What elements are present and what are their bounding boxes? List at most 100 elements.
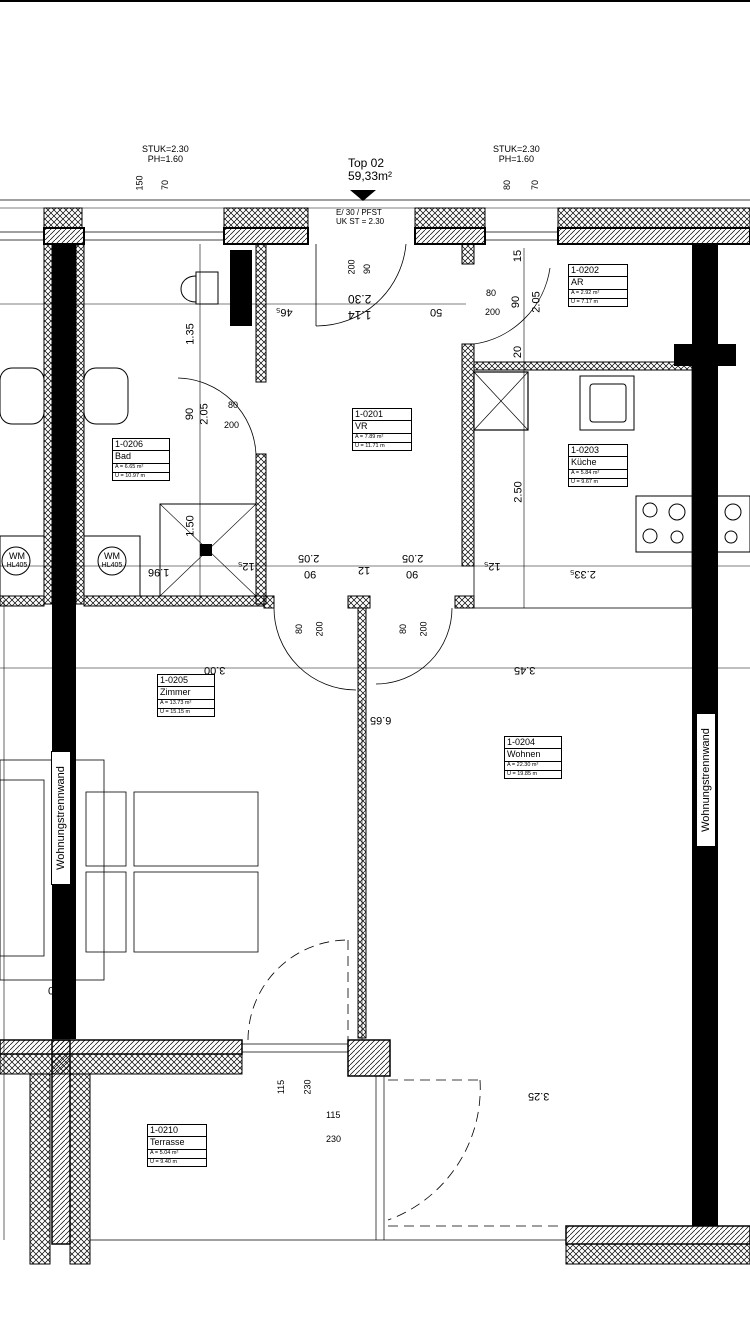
room-wohnen: 1-0204 Wohnen A = 22.30 m² U = 19.85 m xyxy=(504,736,562,780)
furniture xyxy=(0,759,259,981)
entrance-note: E/ 30 / PFST UK ST = 2.30 xyxy=(336,208,384,226)
dim-12: 12 xyxy=(358,564,371,576)
dim-15: 15 xyxy=(512,249,525,263)
dim-150-shower: 1.50 xyxy=(184,515,197,537)
exterior-wall-bottom xyxy=(0,1039,750,1265)
room-area: A = 5.84 m² xyxy=(569,470,627,479)
dim-205-ar: 2.05 xyxy=(530,291,543,313)
room-kueche: 1-0203 Küche A = 5.84 m² U = 9.67 m xyxy=(568,444,628,488)
dim-150: 150 xyxy=(134,175,145,191)
room-bad: 1-0206 Bad A = 6.65 m² U = 10.97 m xyxy=(112,438,170,482)
entrance-line-1: E/ 30 / PFST xyxy=(336,208,382,217)
dim-325: 3.25 xyxy=(528,1090,550,1102)
dim-115-v: 115 xyxy=(276,1079,287,1095)
dim-115-h: 115 xyxy=(326,1110,341,1120)
room-number: 1-0204 xyxy=(505,737,561,750)
dim-80-top: 80 xyxy=(502,179,513,191)
room-name: AR xyxy=(569,277,627,290)
room-name: Terrasse xyxy=(148,1137,206,1150)
dim-200-bad: 200 xyxy=(224,420,240,430)
dim-205-bad: 2.05 xyxy=(198,403,211,425)
dim-125-left: 12₅ xyxy=(238,560,255,572)
room-perimeter: U = 15.15 m xyxy=(160,708,191,715)
dim-20-left: 20 xyxy=(52,712,65,724)
partition-label-right: Wohnungstrennwand xyxy=(696,713,716,847)
dim-20: 20 xyxy=(512,345,525,359)
dim-205-vr-left: 2.05 xyxy=(298,552,320,564)
room-name: Küche xyxy=(569,457,627,470)
stuk-left: STUK=2.30 xyxy=(142,144,189,154)
room-name: Zimmer xyxy=(158,687,214,700)
unit-title: Top 02 59,33m² xyxy=(348,157,392,183)
room-perimeter: U = 11.71 m xyxy=(355,442,385,449)
room-perimeter: U = 19.85 m xyxy=(507,770,538,777)
unit-area: 59,33m² xyxy=(348,169,393,183)
room-perimeter: U = 9.40 m xyxy=(150,1158,178,1165)
dim-700: 7.00 xyxy=(48,984,70,996)
dim-114: 1.14 xyxy=(348,308,372,322)
washer-label-1: WM HL405 xyxy=(3,552,31,570)
ph-right: PH=1.60 xyxy=(498,154,535,164)
room-name: Wohnen xyxy=(505,749,561,762)
dim-80-ar: 80 xyxy=(486,288,497,298)
room-terrasse: 1-0210 Terrasse A = 5.04 m² U = 9.40 m xyxy=(147,1124,207,1168)
exterior-wall-top xyxy=(0,207,750,245)
room-number: 1-0201 xyxy=(353,409,411,422)
room-number: 1-0206 xyxy=(113,439,169,452)
room-area: A = 22.30 m² xyxy=(505,762,561,771)
dim-196: 1.96 xyxy=(148,566,170,578)
washer-hl: HL405 xyxy=(6,562,28,569)
room-perimeter: U = 10.97 m xyxy=(115,472,146,479)
dim-200-door-right: 200 xyxy=(418,621,429,637)
room-area: A = 13.73 m² xyxy=(158,700,214,709)
unit-number: Top 02 xyxy=(348,156,385,170)
room-perimeter: U = 9.67 m xyxy=(571,478,599,485)
room-zimmer: 1-0205 Zimmer A = 13.73 m² U = 15.15 m xyxy=(157,674,215,718)
dim-70-right: 70 xyxy=(530,179,541,191)
room-area: A = 7.89 m² xyxy=(353,434,411,443)
washer-label-2: WM HL405 xyxy=(98,552,126,570)
level-right: STUK=2.30 PH=1.60 xyxy=(493,144,540,164)
dim-90-vr-right: 90 xyxy=(406,568,419,580)
room-number: 1-0203 xyxy=(569,445,627,458)
room-perimeter: U = 7.17 m xyxy=(571,298,599,305)
dim-125-right: 12₅ xyxy=(484,560,501,572)
dim-80-bad: 80 xyxy=(228,400,239,410)
level-left: STUK=2.30 PH=1.60 xyxy=(142,144,189,164)
dim-80-door-left: 80 xyxy=(294,623,305,635)
washer-wm: WM xyxy=(104,551,120,561)
room-name: VR xyxy=(353,421,411,434)
dim-345: 3.45 xyxy=(514,664,536,676)
dim-250: 2.50 xyxy=(512,481,525,503)
dim-90-door: 90 xyxy=(362,263,373,275)
ph-left: PH=1.60 xyxy=(147,154,184,164)
washer-wm: WM xyxy=(9,551,25,561)
partition-wall-left xyxy=(43,243,85,1039)
room-name: Bad xyxy=(113,451,169,464)
washer-hl: HL405 xyxy=(101,562,123,569)
dim-90-bad: 90 xyxy=(184,407,197,421)
dim-665: 6.65 xyxy=(370,714,392,726)
dim-135: 1.35 xyxy=(184,323,197,345)
dim-20-right: 20 xyxy=(694,664,707,676)
room-vr: 1-0201 VR A = 7.89 m² U = 11.71 m xyxy=(352,408,412,452)
dim-90-ar: 90 xyxy=(510,295,523,309)
dim-230-h: 230 xyxy=(326,1134,342,1144)
room-area: A = 2.92 m² xyxy=(569,290,627,299)
dim-200-ar: 200 xyxy=(485,307,501,317)
dim-200-door-left: 200 xyxy=(314,621,325,637)
dim-50: 50 xyxy=(430,306,443,318)
dim-465: 46₅ xyxy=(276,306,293,318)
doors xyxy=(177,243,551,691)
room-number: 1-0210 xyxy=(148,1125,206,1138)
stuk-right: STUK=2.30 xyxy=(493,144,540,154)
dim-300: 3.00 xyxy=(204,664,226,676)
dim-70-left: 70 xyxy=(160,179,171,191)
room-area: A = 5.04 m² xyxy=(148,1150,206,1159)
dim-80-door-right: 80 xyxy=(398,623,409,635)
room-area: A = 6.65 m² xyxy=(113,464,169,473)
dim-90-vr-left: 90 xyxy=(304,568,317,580)
dim-205-vr-right: 2.05 xyxy=(402,552,424,564)
room-number: 1-0202 xyxy=(569,265,627,278)
